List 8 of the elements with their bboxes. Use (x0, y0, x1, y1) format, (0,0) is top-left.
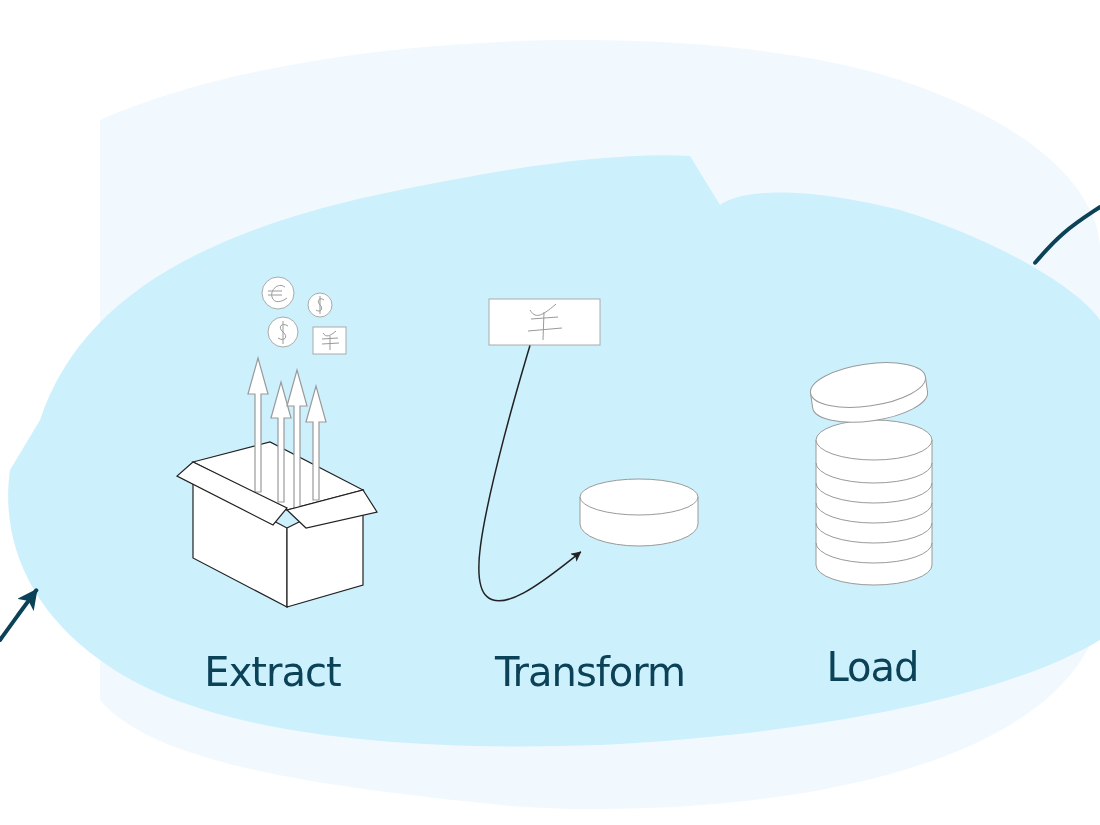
connector-line (1033, 205, 1100, 265)
stage-label: Extract (204, 649, 341, 695)
arrow (478, 345, 582, 602)
arrow (0, 588, 39, 642)
disk-drawing (578, 478, 700, 550)
stage-label: Transform (495, 649, 685, 695)
stage-label: Load (826, 644, 919, 690)
banknote-drawing (488, 298, 601, 346)
